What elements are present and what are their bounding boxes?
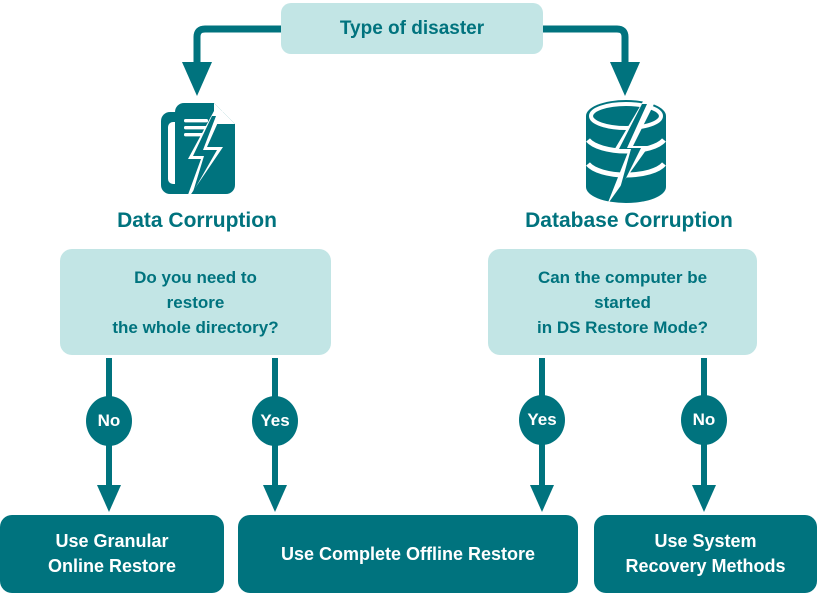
edge-label-text: Yes [260, 411, 290, 430]
question-right-line3: in DS Restore Mode? [537, 317, 708, 337]
result-node-complete-offline-restore[interactable]: Use Complete Offline Restore [238, 515, 578, 593]
database-cylinder-lightning-icon [583, 98, 669, 205]
question-right-line2: started [594, 292, 651, 312]
arrowhead-offline-right [530, 485, 554, 512]
question-left-line3: the whole directory? [112, 317, 279, 337]
result-text-2: Use Complete Offline Restore [281, 542, 535, 567]
edge-label-no-data-corruption[interactable]: No [86, 396, 132, 446]
document-stack-lightning-icon [155, 103, 241, 203]
question-left-line1: Do you need to [134, 267, 257, 287]
result-3-line2: Recovery Methods [625, 556, 786, 576]
result-1-line2: Online Restore [47, 556, 177, 576]
root-node-type-of-disaster[interactable]: Type of disaster [281, 3, 543, 54]
arrowhead-root-left [182, 62, 212, 96]
result-text-1: Use Granular Online Restore [48, 529, 176, 579]
result-2-line1: Use Complete Offline Restore [280, 543, 536, 564]
arrowhead-granular [97, 485, 121, 512]
arrowhead-root-right [610, 62, 640, 96]
question-node-database-corruption[interactable]: Can the computer be started in DS Restor… [488, 249, 757, 355]
question-left-line2: restore [166, 292, 225, 312]
connector-root-to-database-corruption [541, 25, 629, 66]
branch-label-data-corruption: Data Corruption [117, 209, 277, 232]
edge-label-text: No [97, 411, 121, 430]
arrowhead-offline-left [263, 485, 287, 512]
result-1-line1: Use Granular [55, 531, 169, 551]
result-3-line1: Use System [654, 531, 757, 551]
question-right-line1: Can the computer be [537, 267, 708, 287]
edge-label-text: No [692, 410, 716, 429]
result-text-3: Use System Recovery Methods [625, 529, 785, 579]
root-node-label: Type of disaster [339, 17, 485, 39]
connector-root-to-data-corruption [193, 25, 283, 66]
result-node-system-recovery-methods[interactable]: Use System Recovery Methods [594, 515, 817, 593]
question-text-right: Can the computer be started in DS Restor… [537, 265, 708, 340]
edge-label-yes-data-corruption[interactable]: Yes [252, 396, 298, 446]
result-node-granular-online-restore[interactable]: Use Granular Online Restore [0, 515, 224, 593]
edge-label-yes-database-corruption[interactable]: Yes [519, 395, 565, 445]
question-node-data-corruption[interactable]: Do you need to restore the whole directo… [60, 249, 331, 355]
branch-label-database-corruption: Database Corruption [525, 209, 733, 232]
arrowhead-system-recovery [692, 485, 716, 512]
edge-label-no-database-corruption[interactable]: No [681, 395, 727, 445]
edge-label-text: Yes [527, 410, 557, 429]
question-text-left: Do you need to restore the whole directo… [112, 265, 278, 340]
